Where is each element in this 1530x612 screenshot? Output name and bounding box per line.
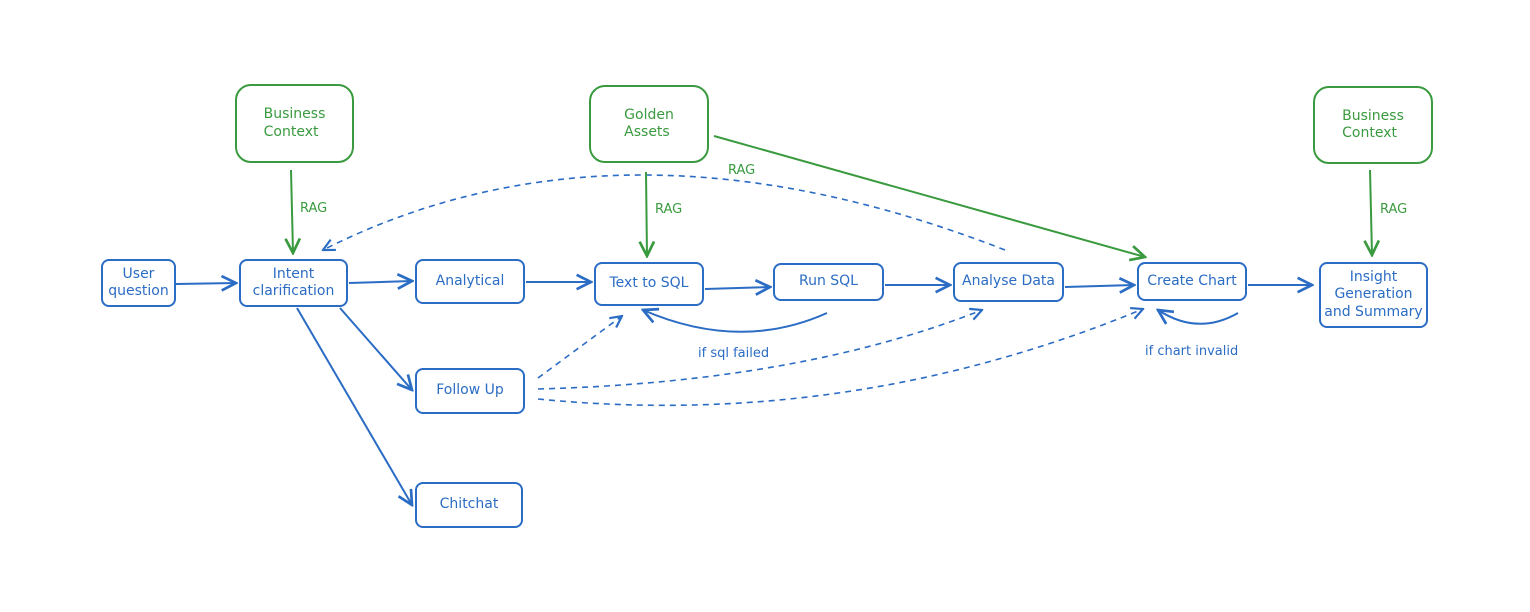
arrow-golden-assets-to-create-chart (713, 135, 1145, 257)
analytical-node[interactable]: Analytical (415, 259, 525, 304)
run-sql-label: Run SQL (798, 273, 858, 290)
chart-retry-label: if chart invalid (1145, 344, 1239, 359)
text-to-sql-node[interactable]: Text to SQL (594, 262, 704, 306)
follow-up-node[interactable]: Follow Up (415, 368, 525, 414)
business-context-right-label: Business Context (1342, 107, 1404, 142)
create-chart-node[interactable]: Create Chart (1137, 262, 1247, 301)
run-sql-node[interactable]: Run SQL (773, 263, 884, 301)
arrow-rag-loop-to-intent (323, 174, 1006, 250)
user-question-label: User question (108, 265, 169, 300)
arrow-text-to-sql-to-run-sql (704, 287, 770, 289)
insight-generation-node[interactable]: Insight Generation and Summary (1319, 262, 1428, 328)
business-context-right-node[interactable]: Business Context (1313, 86, 1433, 164)
chitchat-node[interactable]: Chitchat (415, 482, 523, 528)
analyse-data-label: Analyse Data (962, 273, 1055, 290)
rag-label-golden-assets: RAG (655, 202, 683, 217)
golden-assets-node[interactable]: Golden Assets (589, 85, 709, 163)
intent-clarification-label: Intent clarification (252, 265, 335, 300)
business-context-left-label: Business Context (263, 106, 326, 140)
analyse-data-node[interactable]: Analyse Data (953, 262, 1064, 302)
rag-label-business-context-right: RAG (1380, 202, 1408, 217)
arrow-intent-to-chitchat (296, 307, 412, 505)
arrow-golden-assets-to-text-to-sql (646, 171, 647, 256)
sql-retry-label: if sql failed (698, 346, 770, 361)
intent-clarification-node[interactable]: Intent clarification (239, 259, 348, 307)
arrow-analyse-data-to-create-chart (1064, 285, 1134, 287)
follow-up-label: Follow Up (436, 382, 504, 399)
golden-assets-label: Golden Assets (624, 106, 674, 141)
create-chart-label: Create Chart (1147, 272, 1237, 289)
arrow-user-to-intent (175, 283, 236, 284)
rag-label-business-context-left: RAG (300, 201, 328, 216)
business-context-left-node[interactable]: Business Context (235, 84, 354, 163)
arrow-intent-to-analytical (348, 281, 412, 283)
rag-label-golden-assets-loop: RAG (728, 163, 756, 178)
user-question-node[interactable]: User question (101, 259, 176, 307)
arrow-followup-to-text-to-sql (537, 316, 622, 379)
arrow-chart-retry-loop (1158, 310, 1239, 325)
arrow-sql-retry-loop (643, 310, 828, 333)
text-to-sql-label: Text to SQL (609, 275, 689, 292)
arrow-followup-to-create-chart (537, 309, 1143, 407)
analytical-label: Analytical (435, 272, 505, 289)
arrow-business-context-left-to-intent (291, 169, 293, 253)
arrow-business-context-right-to-insight (1370, 169, 1372, 255)
arrow-intent-to-followup (339, 307, 412, 390)
arrow-followup-to-analyse-data (537, 310, 982, 390)
insight-generation-label: Insight Generation and Summary (1324, 268, 1423, 320)
chitchat-label: Chitchat (439, 496, 499, 513)
